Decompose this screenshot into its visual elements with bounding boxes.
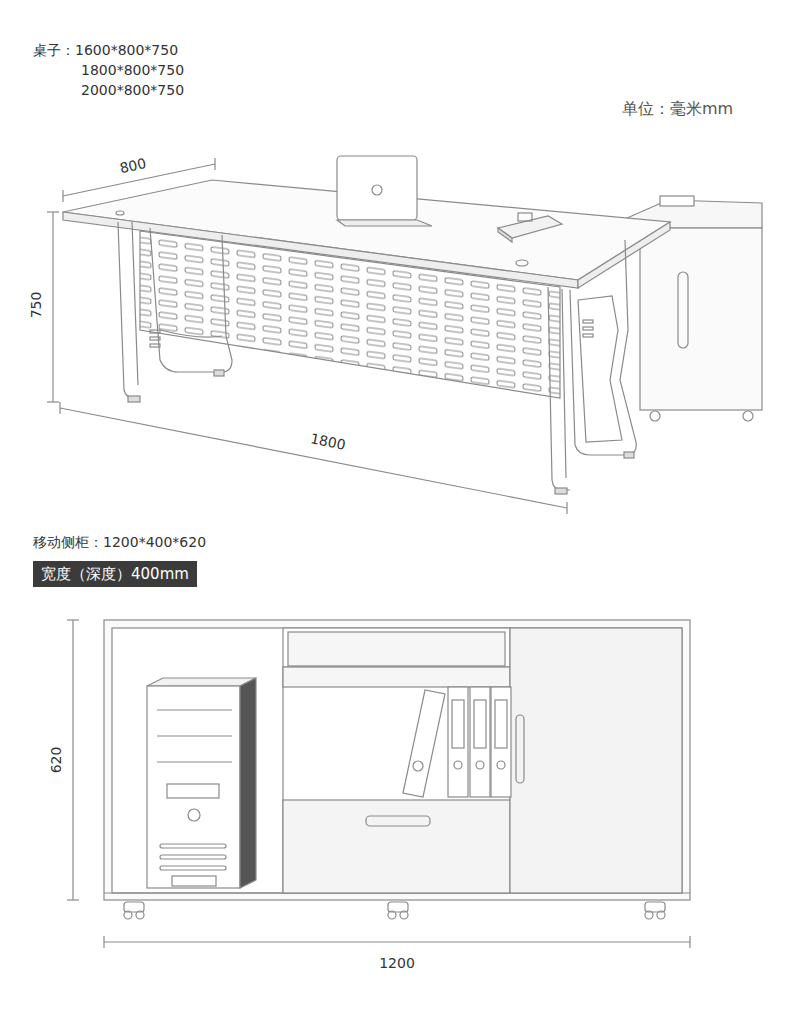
dimension-label: 移动侧柜：1200*400*620 [33,534,206,551]
dimension-label: 750 [28,292,45,319]
dimension-label: 2000*800*750 [81,82,184,99]
dimension-label: 620 [48,747,65,774]
dimension-label: 单位：毫米mm [622,99,733,118]
dimension-label: 1800*800*750 [81,62,184,79]
spec-text: 宽度（深度）400mm [41,565,189,583]
spec-band: 宽度（深度）400mm [33,561,197,587]
dimension-label: 800 [118,155,148,177]
dimension-label: 1800 [309,430,347,453]
dimension-label: 1200 [379,955,415,972]
dimension-label: 桌子：1600*800*750 [33,42,178,59]
